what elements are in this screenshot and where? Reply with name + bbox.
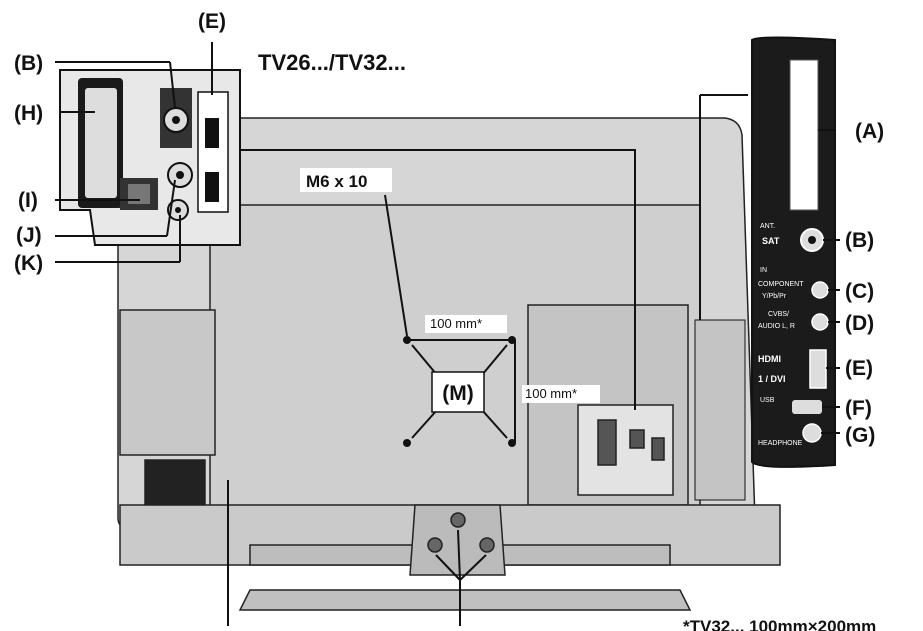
label-a: (A) xyxy=(855,120,884,143)
label-c: (C) xyxy=(845,280,874,303)
side-leaders xyxy=(818,129,840,434)
label-b-right: (B) xyxy=(845,229,874,252)
label-e-top: (E) xyxy=(198,10,226,33)
title: TV26.../TV32... xyxy=(258,50,406,75)
label-g: (G) xyxy=(845,424,875,447)
label-j: (J) xyxy=(16,224,42,247)
mount-screw-label: M6 x 10 xyxy=(306,172,367,191)
side-in: IN xyxy=(760,267,767,274)
dim-v-bg xyxy=(522,385,600,403)
label-i: (I) xyxy=(18,189,38,212)
mount-arrows xyxy=(227,194,516,626)
dim-h: 100 mm* xyxy=(430,316,482,331)
tv-body xyxy=(117,117,781,611)
side-headphone: HEADPHONE xyxy=(758,440,803,447)
side-hdmi-logo: HDMI xyxy=(758,354,781,364)
mount-screw-bg xyxy=(300,168,392,192)
label-f: (F) xyxy=(845,397,872,420)
label-k: (K) xyxy=(14,252,43,275)
label-h: (H) xyxy=(14,102,43,125)
side-component: COMPONENT xyxy=(758,281,804,288)
dim-h-bg xyxy=(425,315,507,333)
footnote: *TV32... 100mm×200mm xyxy=(683,617,876,631)
side-ypbpr: Y/Pb/Pr xyxy=(762,293,787,300)
side-hdmi-port: 1 / DVI xyxy=(758,374,786,384)
side-ant: ANT. xyxy=(760,223,775,230)
mount-label: (M) xyxy=(442,382,473,405)
side-audio: AUDIO L, R xyxy=(758,323,795,330)
label-e-right: (E) xyxy=(845,357,873,380)
inset-panel xyxy=(59,69,241,246)
side-sat: SAT xyxy=(762,236,780,246)
label-d: (D) xyxy=(845,312,874,335)
side-cvbs: CVBS/ xyxy=(768,311,789,318)
mount-label-box xyxy=(431,371,485,413)
side-panel xyxy=(694,36,836,501)
inset-leaders xyxy=(55,42,213,263)
dim-v: 100 mm* xyxy=(525,386,577,401)
side-usb: USB xyxy=(760,397,775,404)
label-b-left: (B) xyxy=(14,52,43,75)
